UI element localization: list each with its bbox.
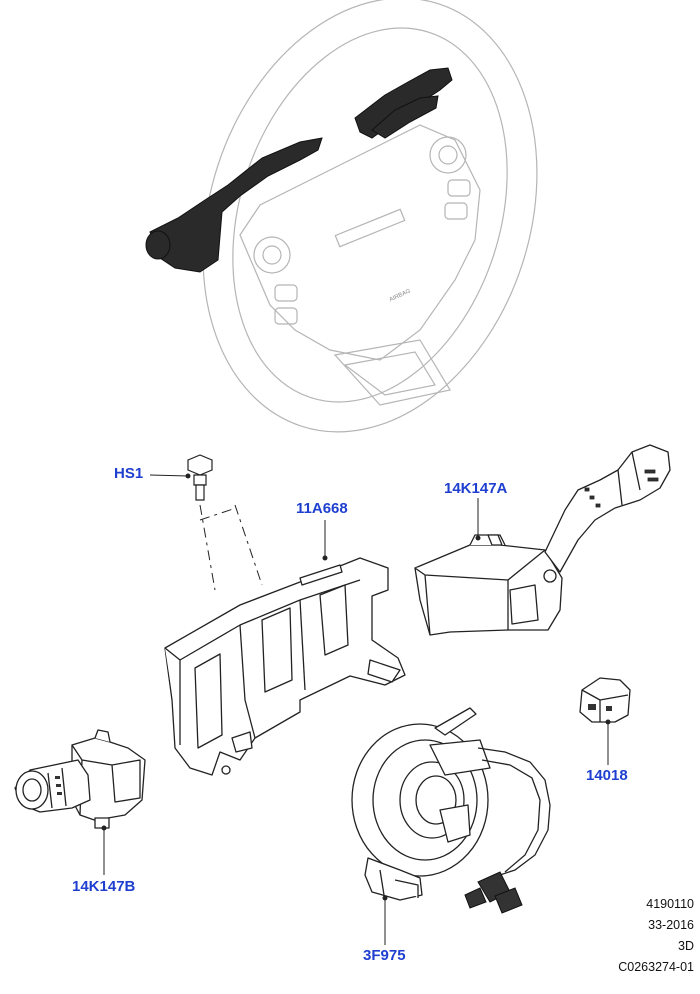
wheel-right-stalk-cluster [354, 67, 453, 139]
callout-14k147b: 14K147B [72, 878, 136, 895]
clockspring-harness [477, 747, 551, 876]
reference-line-1: 4190110 [646, 897, 694, 911]
callout-14018: 14018 [586, 767, 628, 784]
reference-line-3: 3D [678, 939, 694, 953]
harness-connectors [464, 871, 523, 914]
reference-block: 4190110 33-2016 3D C0263274-01 [618, 894, 694, 978]
small-switch-14018 [579, 677, 631, 723]
callout-leader-14k147b [101, 825, 107, 875]
callout-leader-hs1 [149, 473, 191, 479]
callout-leader-11a668 [322, 520, 328, 561]
right-stalk-markings [584, 469, 659, 508]
callout-11a668: 11A668 [296, 500, 348, 517]
reference-line-4: C0263274-01 [618, 960, 694, 974]
callout-leader-14018 [605, 719, 611, 765]
steering-wheel [202, 0, 538, 433]
bolt-hs1 [187, 454, 213, 501]
callout-14k147a: 14K147A [444, 480, 508, 497]
callout-leader-3f975 [382, 895, 388, 945]
airbag-mark: AIRBAG [389, 288, 412, 303]
bolt-axis-line [199, 504, 263, 591]
callout-3f975: 3F975 [363, 947, 406, 964]
callout-leader-14k147a [475, 498, 481, 541]
wheel-left-stalk-cluster [145, 137, 323, 273]
left-stalk-switch [14, 729, 146, 829]
callout-hs1: HS1 [114, 465, 144, 482]
small-switch-markings [588, 704, 612, 711]
left-stalk-markings [55, 776, 62, 795]
steering-column-bracket [164, 557, 406, 776]
reference-line-2: 33-2016 [648, 918, 694, 932]
clockspring [351, 707, 491, 901]
right-stalk-switch [414, 444, 671, 636]
